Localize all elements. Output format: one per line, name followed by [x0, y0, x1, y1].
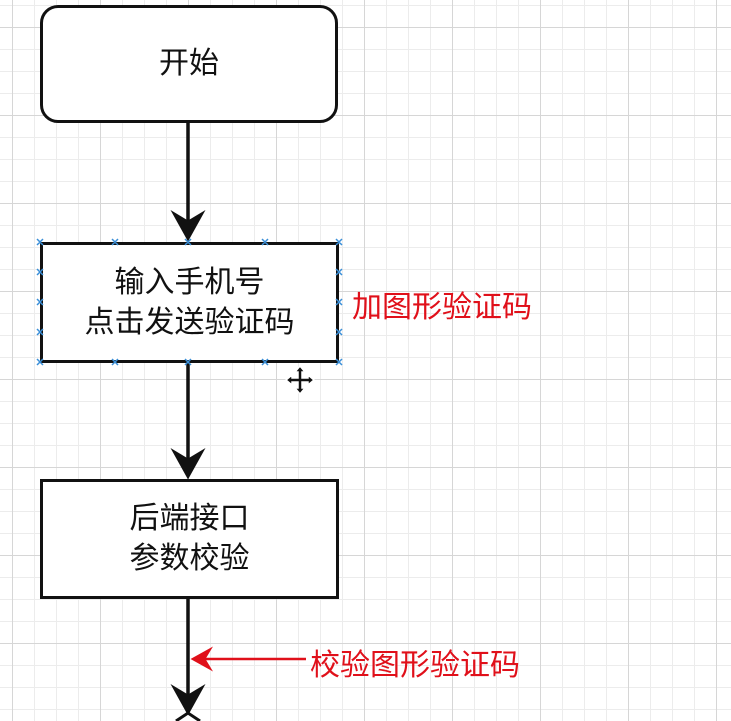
- add-captcha-annotation[interactable]: 加图形验证码: [352, 290, 532, 325]
- backend-validate-node[interactable]: 后端接口 参数校验: [40, 479, 339, 599]
- next-node-top[interactable]: [175, 711, 201, 721]
- verify-captcha-annotation[interactable]: 校验图形验证码: [310, 648, 520, 683]
- start-node[interactable]: 开始: [40, 5, 338, 123]
- move-cursor-icon: [284, 364, 316, 396]
- backend-node-line2: 参数校验: [129, 541, 250, 576]
- input-node-line2: 点击发送验证码: [84, 304, 295, 340]
- input-node-line1: 输入手机号: [114, 264, 265, 300]
- start-label: 开始: [159, 46, 219, 81]
- backend-node-line1: 后端接口: [129, 501, 250, 536]
